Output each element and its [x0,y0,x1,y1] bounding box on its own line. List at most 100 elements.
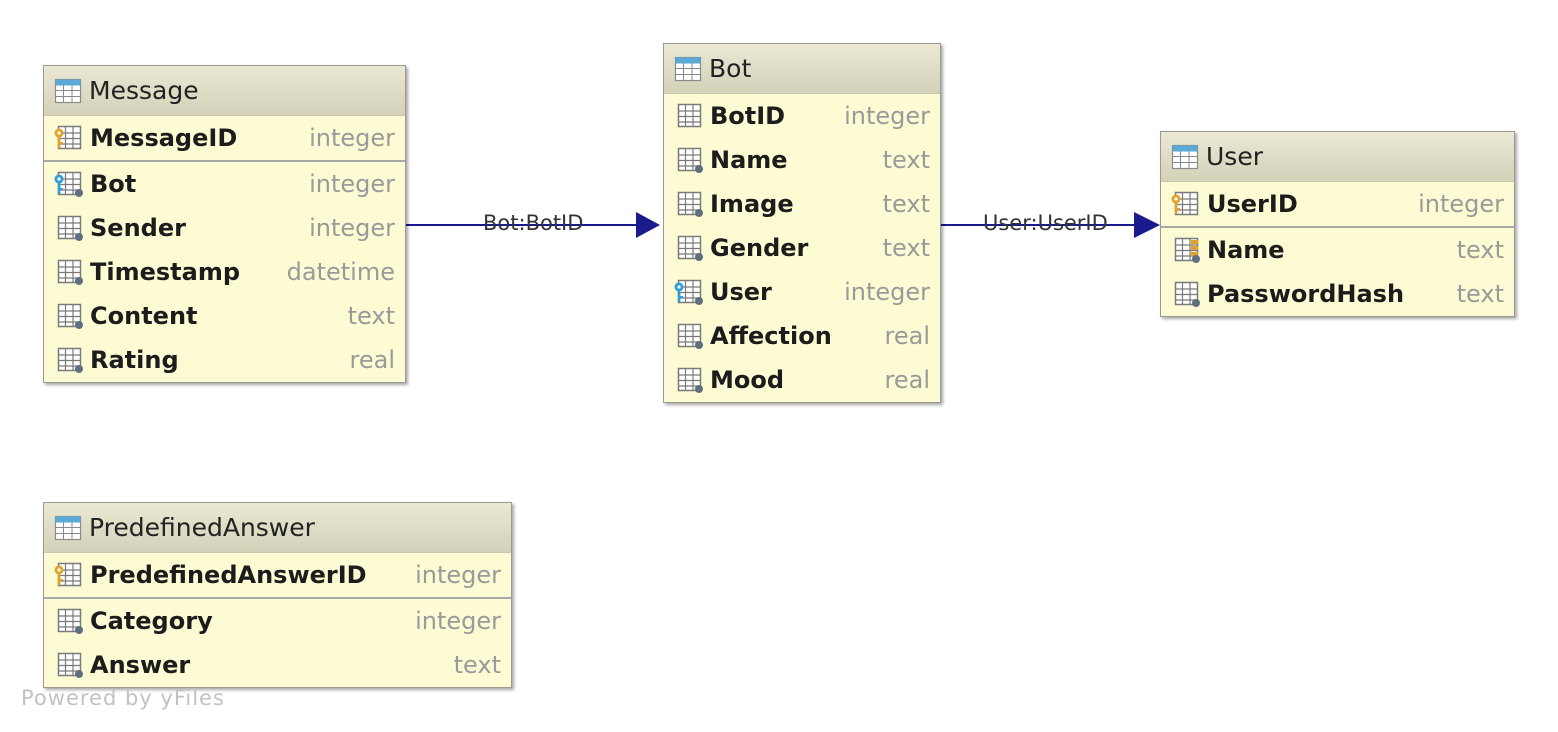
table-icon [674,56,702,82]
column-type: text [882,190,930,218]
column-name: Name [710,146,788,174]
column-name: Sender [90,214,186,242]
foreign-key-column-icon [54,171,84,197]
column-name: PredefinedAnswerID [90,561,367,589]
table-name: PredefinedAnswer [89,513,315,542]
table-name: Message [89,76,199,105]
table-name: Bot [709,54,752,83]
powered-by-footer: Powered by yFiles [21,686,225,710]
column-icon [54,215,84,241]
table-header[interactable]: PredefinedAnswer [44,503,511,553]
arrowhead [636,212,660,238]
column-name: Category [90,607,213,635]
column-icon [674,367,704,393]
foreign-key-column-icon [674,279,704,305]
column-row[interactable]: Category integer [44,599,511,643]
column-row[interactable]: User integer [664,270,940,314]
column-type: integer [1418,190,1504,218]
column-name: Rating [90,346,179,374]
table-icon [54,78,82,104]
column-name: Affection [710,322,832,350]
column-row[interactable]: PasswordHash text [1161,272,1514,316]
column-name: MessageID [90,124,238,152]
column-type: integer [844,278,930,306]
column-row[interactable]: PredefinedAnswerID integer [44,553,511,599]
column-name: Content [90,302,198,330]
column-row[interactable]: Mood real [664,358,940,402]
column-row[interactable]: MessageID integer [44,116,405,162]
column-icon [674,191,704,217]
table-icon [1171,144,1199,170]
column-type: text [882,146,930,174]
column-row[interactable]: Image text [664,182,940,226]
column-row[interactable]: Affection real [664,314,940,358]
column-row[interactable]: Gender text [664,226,940,270]
column-row[interactable]: Rating real [44,338,405,382]
column-type: integer [309,214,395,242]
column-type: integer [415,607,501,635]
column-type: text [1456,280,1504,308]
column-name: Name [1207,236,1285,264]
column-icon [54,303,84,329]
column-type: real [349,346,395,374]
column-type: text [1456,236,1504,264]
table-icon [54,515,82,541]
column-icon [54,347,84,373]
table-predefined-answer[interactable]: PredefinedAnswer PredefinedAnswerID integ… [43,502,512,688]
column-row[interactable]: Answer text [44,643,511,687]
column-type: integer [844,102,930,130]
column-name: PasswordHash [1207,280,1405,308]
column-row[interactable]: Timestamp datetime [44,250,405,294]
column-name: Timestamp [90,258,241,286]
column-name: User [710,278,772,306]
table-header[interactable]: Message [44,66,405,116]
plain-table-column-icon [674,103,704,129]
column-icon [54,608,84,634]
edge-label-bot-botid: Bot:BotID [483,211,584,235]
column-icon [54,652,84,678]
column-type: real [884,322,930,350]
column-name: BotID [710,102,786,130]
column-type: text [347,302,395,330]
column-row[interactable]: Sender integer [44,206,405,250]
primary-key-column-icon [54,125,84,151]
edge-bot-user[interactable] [940,212,1160,238]
column-row[interactable]: BotID integer [664,94,940,138]
primary-key-column-icon [1171,191,1201,217]
column-name: Mood [710,366,785,394]
column-type: text [882,234,930,262]
column-name: Bot [90,170,137,198]
column-type: datetime [286,258,395,286]
column-icon [54,259,84,285]
column-row[interactable]: Name text [664,138,940,182]
edge-label-user-userid: User:UserID [983,211,1108,235]
column-row[interactable]: Content text [44,294,405,338]
edge-message-bot[interactable] [406,212,660,238]
column-type: integer [309,124,395,152]
column-name: Gender [710,234,809,262]
column-type: integer [415,561,501,589]
column-icon [674,323,704,349]
index-column-icon [1171,237,1201,263]
table-name: User [1206,142,1263,171]
column-type: text [453,651,501,679]
table-header[interactable]: Bot [664,44,940,94]
column-type: real [884,366,930,394]
column-row[interactable]: Bot integer [44,162,405,206]
table-header[interactable]: User [1161,132,1514,182]
column-icon [674,235,704,261]
column-row[interactable]: Name text [1161,228,1514,272]
column-type: integer [309,170,395,198]
column-name: Image [710,190,794,218]
column-name: Answer [90,651,191,679]
column-icon [674,147,704,173]
